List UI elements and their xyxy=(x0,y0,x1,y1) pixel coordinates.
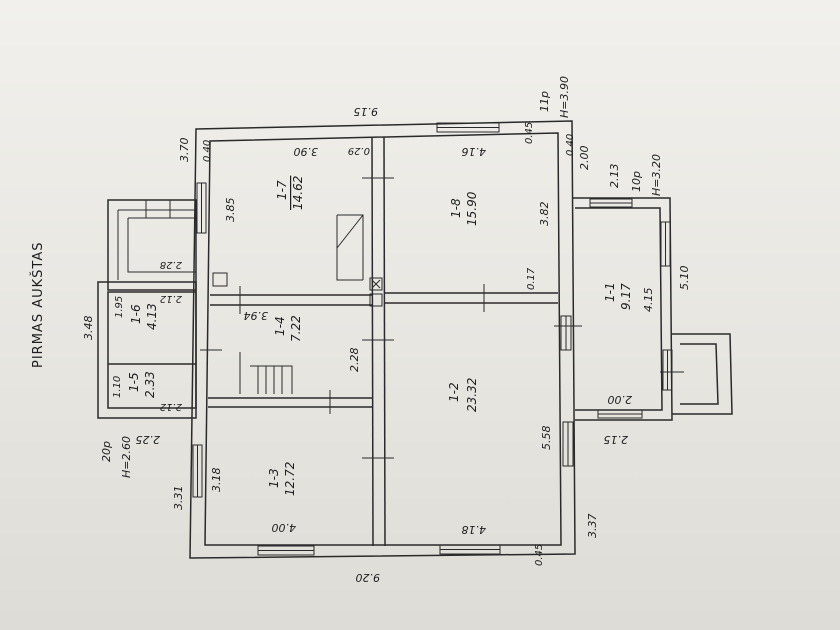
room-1-3-area: 12.72 xyxy=(283,462,297,496)
room-1-8-dim-c: 0.17 xyxy=(526,267,537,290)
window-left-upper xyxy=(196,182,207,234)
windows xyxy=(192,122,673,556)
dim-right-lower: 3.37 xyxy=(586,514,599,539)
window-right-lower xyxy=(562,421,574,467)
room-1-1-dim-a: 4.15 xyxy=(642,288,655,313)
window-annex-right xyxy=(660,221,671,267)
room-1-4-dim-b: 2.28 xyxy=(348,348,361,373)
room-1-5-code: 1-5 xyxy=(127,372,141,392)
porch-11p-height: H=3.90 xyxy=(558,76,571,118)
dim-left-mid: 3.48 xyxy=(82,316,95,341)
porch-10p-code: 10p xyxy=(630,171,643,192)
room-1-1-dim-b: 2.00 xyxy=(608,393,633,406)
room-1-8-dim-b: 3.82 xyxy=(538,202,551,227)
wall-thk-4: 0.45 xyxy=(534,544,545,566)
dim-annex-bottom: 2.15 xyxy=(604,433,629,446)
room-1-5-dim-b: 2.12 xyxy=(160,401,182,412)
room-1-3-dim-b: 4.00 xyxy=(272,521,297,534)
outer-walls xyxy=(189,120,576,559)
window-annex-right-lower xyxy=(662,349,673,391)
sheet-title: PIRMAS AUKŠTAS xyxy=(30,242,46,368)
window-annex-top xyxy=(589,198,633,208)
porch-20p-code: 20p xyxy=(100,441,113,462)
dim-left-upper: 3.70 xyxy=(178,138,191,163)
room-1-6-area: 4.13 xyxy=(145,303,159,330)
window-annex-bottom xyxy=(597,409,643,419)
dim-annex-top: 2.13 xyxy=(608,164,621,189)
wall-thk-2: 0.45 xyxy=(524,122,535,144)
room-1-1-code: 1-1 xyxy=(603,282,617,302)
left-annex xyxy=(97,199,197,419)
labels: PIRMAS AUKŠTAS 9.15 9.20 3.70 3.48 3.31 … xyxy=(30,76,691,584)
room-1-2-dim-b: 4.18 xyxy=(462,523,487,536)
window-left-lower xyxy=(192,444,203,498)
room-1-2-code: 1-2 xyxy=(447,382,461,402)
porch-10p-height: H=3.20 xyxy=(650,154,663,196)
room-1-7-dim-b: 3.85 xyxy=(224,198,237,223)
room-1-7-dim-c: 0.29 xyxy=(348,145,370,156)
room-1-4-code: 1-4 xyxy=(273,316,287,336)
porch-11p-code: 11p xyxy=(538,91,551,112)
dim-bottom: 9.20 xyxy=(356,571,381,584)
room-1-3-dim-a: 3.18 xyxy=(210,468,223,493)
room-1-8-dim-a: 4.16 xyxy=(462,145,487,158)
room-1-7-code: 1-7 xyxy=(275,180,289,200)
porch-20p-height: H=2.60 xyxy=(120,436,133,478)
room-1-6-dim-a: 2.28 xyxy=(160,259,182,270)
room-1-7-dim-a: 3.90 xyxy=(294,145,319,158)
room-1-6-dim-b: 1.95 xyxy=(114,296,125,318)
room-1-5-dim-a: 1.10 xyxy=(112,376,123,398)
dim-annex-right: 5.10 xyxy=(678,266,691,291)
room-1-1-area: 9.17 xyxy=(619,283,633,310)
window-bottom-left xyxy=(257,545,315,556)
room-1-7-area: 14.62 xyxy=(291,176,305,210)
dim-right-upper: 2.00 xyxy=(578,146,591,171)
wall-thk-3: 0.40 xyxy=(565,134,576,156)
room-1-6-dim-c: 2.12 xyxy=(160,293,182,304)
room-1-4-dim-a: 3.94 xyxy=(244,309,269,322)
room-1-2-area: 23.32 xyxy=(465,378,479,412)
room-1-8-code: 1-8 xyxy=(449,198,463,218)
dim-top: 9.15 xyxy=(354,105,379,118)
room-1-2-dim-a: 5.58 xyxy=(540,426,553,451)
room-1-5-area: 2.33 xyxy=(143,371,157,398)
window-bottom-right xyxy=(439,544,501,555)
room-1-6-code: 1-6 xyxy=(129,304,143,324)
window-right-mid xyxy=(560,315,572,351)
room-1-4-area: 7.22 xyxy=(289,315,303,342)
door-marks xyxy=(200,177,684,459)
room-1-3-code: 1-3 xyxy=(267,468,281,488)
dim-left-annex-bottom: 2.25 xyxy=(136,433,161,446)
room-1-8-area: 15.90 xyxy=(465,191,479,226)
dim-left-lower: 3.31 xyxy=(172,486,185,511)
interior-walls xyxy=(208,136,558,547)
wall-thk-1: 0.40 xyxy=(202,140,213,162)
window-top xyxy=(436,122,500,133)
